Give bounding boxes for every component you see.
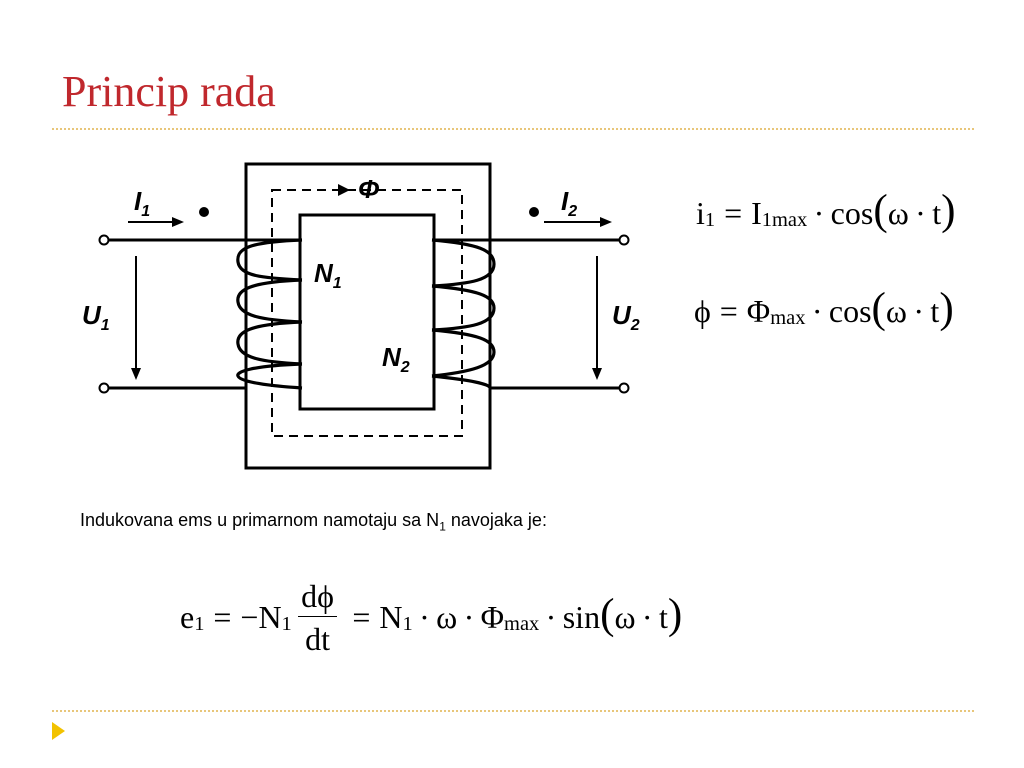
explanation-text: Indukovana ems u primarnom namotaju sa N…	[80, 510, 547, 534]
terminal	[618, 234, 630, 246]
terminal	[98, 234, 110, 246]
secondary-winding	[431, 238, 496, 389]
label-flux: Φ	[358, 174, 379, 204]
label-voltage-primary: U1	[82, 300, 110, 334]
terminal	[618, 382, 630, 394]
derivative-fraction: dϕ dt	[298, 580, 338, 655]
label-winding-primary: N1	[314, 258, 342, 292]
label-current-secondary: I2	[561, 186, 577, 220]
label-winding-secondary: N2	[382, 342, 410, 376]
page-title: Princip rada	[62, 67, 276, 116]
slide-bullet-icon	[52, 722, 65, 740]
flux-arrow	[338, 184, 350, 196]
primary-winding	[236, 238, 303, 390]
terminal	[98, 382, 110, 394]
label-current-primary: I1	[134, 186, 150, 220]
polarity-dot-primary	[199, 207, 209, 217]
polarity-dot-secondary	[529, 207, 539, 217]
top-divider	[52, 128, 974, 130]
core-window	[298, 213, 436, 411]
bottom-divider	[52, 710, 974, 712]
label-voltage-secondary: U2	[612, 300, 640, 334]
flux-path	[271, 189, 463, 437]
core-outer	[244, 162, 492, 470]
